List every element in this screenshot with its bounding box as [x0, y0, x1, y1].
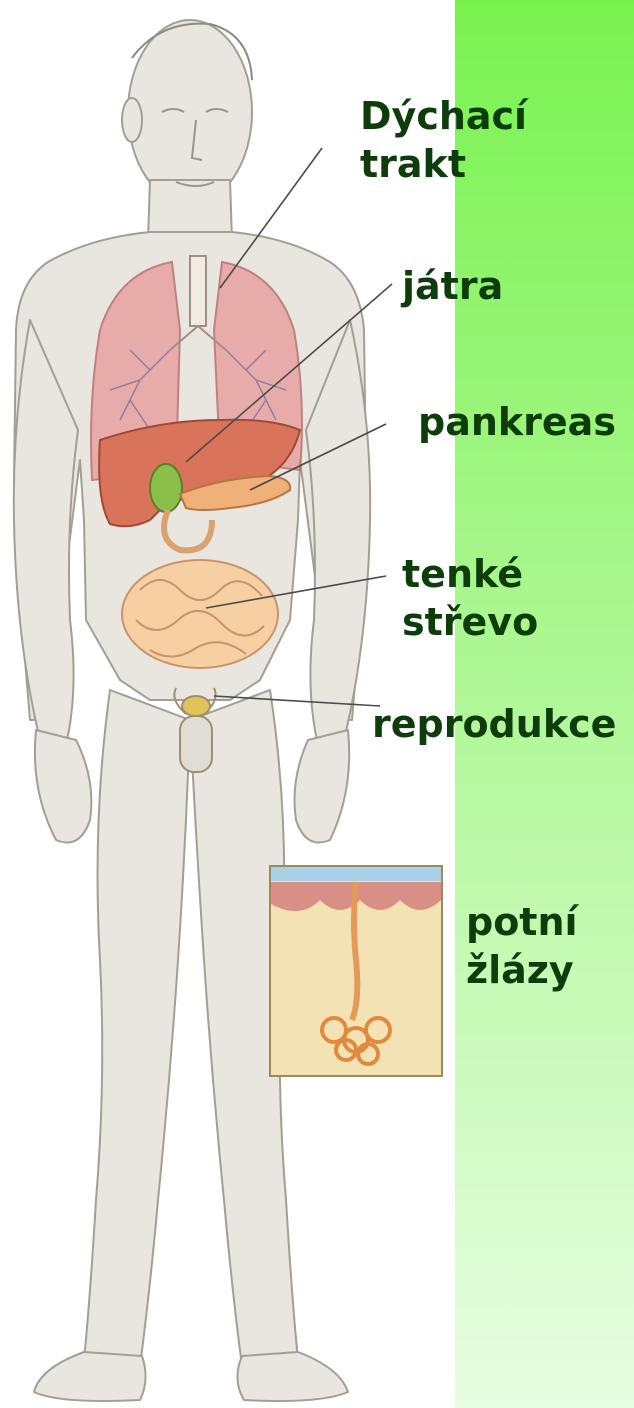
right-foot: [237, 1352, 348, 1401]
small-intestine: [122, 560, 278, 668]
label-sweat-glands-line1: potní: [466, 898, 578, 946]
label-small-intestine-line2: střevo: [402, 598, 538, 646]
left-leg: [84, 690, 190, 1366]
head: [128, 20, 252, 204]
label-small-intestine: tenké střevo: [402, 550, 538, 646]
label-respiratory-line2: trakt: [360, 140, 527, 188]
right-hand: [295, 730, 350, 843]
label-liver: játra: [402, 262, 503, 310]
label-respiratory-tract: Dýchací trakt: [360, 92, 527, 188]
label-respiratory-line1: Dýchací: [360, 92, 527, 140]
left-hand: [35, 730, 92, 843]
label-sweat-glands: potní žlázy: [466, 898, 578, 994]
label-sweat-glands-line2: žlázy: [466, 946, 578, 994]
gallbladder: [150, 464, 182, 512]
left-foot: [34, 1352, 146, 1401]
label-small-intestine-line1: tenké: [402, 550, 538, 598]
label-pancreas: pankreas: [418, 398, 616, 446]
label-reproduction: reprodukce: [372, 700, 616, 748]
sweat-gland-inset: [270, 866, 442, 1076]
ear: [122, 98, 142, 142]
